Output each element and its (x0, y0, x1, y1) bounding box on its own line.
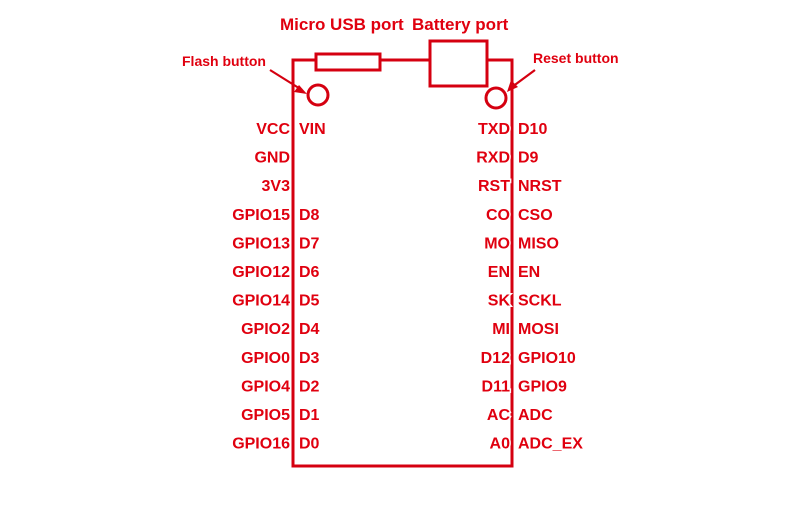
reset-button-label: Reset button (533, 50, 619, 66)
right-pin-outer-label: EN (518, 264, 540, 281)
right-pin-inner-label: AC (487, 407, 511, 424)
right-pin-inner-label: A0 (490, 436, 511, 453)
right-pin-outer-label: ADC_EX (518, 436, 583, 453)
left-pin-inner-label: D0 (299, 436, 320, 453)
left-pin-inner-label: VIN (299, 121, 326, 138)
right-pin-outer-label: SCKL (518, 293, 562, 310)
right-pin-inner-label: TXD (478, 121, 510, 138)
right-pin-inner-label: RST (478, 178, 510, 195)
left-pin-outer-label: GPIO0 (241, 350, 290, 367)
board-outline (291, 58, 514, 468)
left-pin-outer-label: 3V3 (262, 178, 291, 195)
right-pin-outer-label: NRST (518, 178, 562, 195)
left-pin-outer-label: GPIO2 (241, 321, 290, 338)
right-pin-outer-label: D10 (518, 121, 547, 138)
battery-port-label: Battery port (412, 15, 509, 34)
left-pin-outer-label: GND (254, 150, 290, 167)
right-pin-inner-label: RXD (476, 150, 510, 167)
right-pin-outer-label: CSO (518, 207, 553, 224)
right-pin-inner-label: D11 (482, 378, 511, 395)
reset-arrow-head (507, 80, 518, 92)
left-pin-inner-label: D6 (299, 264, 320, 281)
left-pin-outer-label: GPIO5 (241, 407, 290, 424)
left-pin-outer-label: GPIO4 (241, 378, 290, 395)
right-pin-outer-label: MOSI (518, 321, 559, 338)
flash-button-label: Flash button (182, 53, 266, 69)
flash-arrow-line (269, 69, 303, 91)
left-pin-outer-label: GPIO14 (232, 293, 290, 310)
right-pin-outer-label: MISO (518, 235, 559, 252)
right-pin-outer-label: GPIO9 (518, 378, 567, 395)
right-pin-inner-label: SK (488, 293, 511, 310)
left-pin-inner-label: D1 (299, 407, 320, 424)
right-pin-outer-label: D9 (518, 150, 539, 167)
left-pin-inner-label: D2 (299, 378, 320, 395)
micro-usb-port-label: Micro USB port (280, 15, 404, 34)
left-pin-inner-label: D4 (299, 321, 320, 338)
right-pin-outer-label: GPIO10 (518, 350, 576, 367)
left-pin-outer-label: VCC (256, 121, 290, 138)
right-pin-inner-label: CO (486, 207, 510, 224)
left-pin-inner-label: D5 (299, 293, 320, 310)
left-pin-outer-label: GPIO12 (232, 264, 290, 281)
left-pin-outer-label: GPIO15 (232, 207, 290, 224)
reset-button-circle (484, 86, 508, 110)
flash-arrow-head (294, 85, 307, 94)
left-pin-inner-label: D7 (299, 235, 320, 252)
left-pin-outer-label: GPIO16 (232, 436, 290, 453)
left-pin-inner-label: D8 (299, 207, 320, 224)
right-pin-inner-label: EN (488, 264, 510, 281)
reset-arrow-line (511, 69, 536, 88)
micro-usb-port (314, 52, 382, 72)
right-pin-outer-label: ADC (518, 407, 553, 424)
left-pin-outer-label: GPIO13 (232, 235, 290, 252)
right-pin-inner-label: MI (492, 321, 510, 338)
right-pin-inner-label: MO (484, 235, 510, 252)
left-pin-inner-label: D3 (299, 350, 320, 367)
right-pin-inner-label: D12 (481, 350, 510, 367)
battery-port (428, 39, 489, 88)
flash-button-circle (306, 83, 330, 107)
